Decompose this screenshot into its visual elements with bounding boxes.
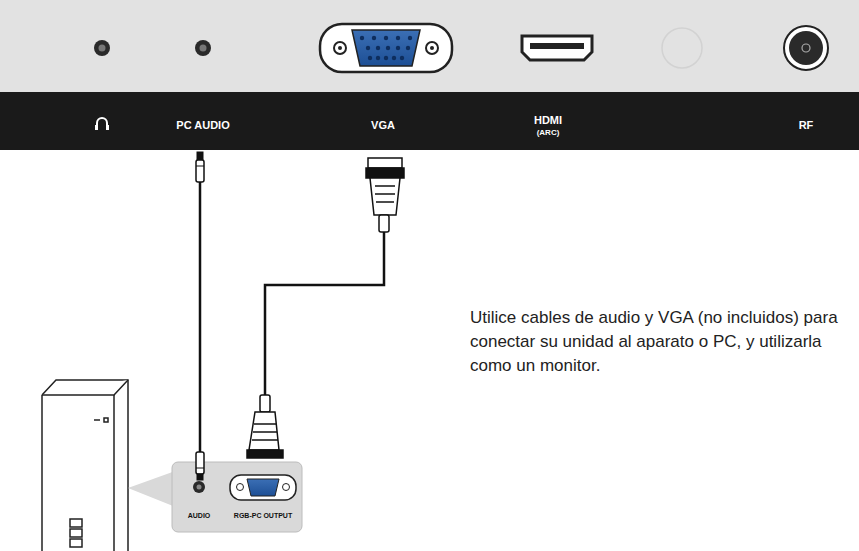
hdmi-port — [522, 36, 592, 60]
pc-output-plate — [172, 462, 302, 532]
faint-port — [662, 28, 702, 68]
vga-pin — [396, 36, 400, 40]
port-label: RF — [799, 119, 814, 132]
vga-pin — [368, 56, 372, 60]
headphone-jack — [94, 40, 110, 56]
port-label: VGA — [371, 119, 395, 132]
headphone-icon — [95, 125, 98, 130]
headphone-icon — [97, 118, 107, 129]
label-band — [0, 92, 859, 150]
audio-cable — [196, 152, 204, 480]
pc-audio-out-jack — [193, 481, 205, 493]
vga-pin — [372, 36, 376, 40]
vga-pin — [360, 36, 364, 40]
vga-cable — [247, 158, 404, 458]
port-label: HDMI — [534, 114, 562, 127]
vga-pin — [400, 56, 404, 60]
vga-pin — [384, 56, 388, 60]
headphone-icon — [106, 125, 109, 130]
vga-pin — [392, 56, 396, 60]
vga-pin — [376, 46, 380, 50]
vga-pin — [386, 46, 390, 50]
rf-port — [784, 26, 828, 70]
vga-port — [320, 24, 452, 72]
vga-pin — [384, 36, 388, 40]
panel-surface — [0, 0, 859, 92]
instruction-note: Utilice cables de audio y VGA (no inclui… — [470, 306, 840, 378]
vga-pin — [376, 56, 380, 60]
vga-pin — [366, 46, 370, 50]
vga-pin — [406, 46, 410, 50]
callout-wedge — [128, 470, 178, 508]
pc-audio-jack — [195, 40, 211, 56]
plate-label: AUDIO — [188, 512, 211, 520]
plate-label: RGB-PC OUTPUT — [234, 512, 292, 520]
vga-pin — [408, 36, 412, 40]
vga-pin — [396, 46, 400, 50]
pc-tower — [42, 380, 128, 551]
pc-vga-out-port — [230, 475, 296, 500]
port-sublabel: (ARC) — [537, 128, 560, 137]
port-label: PC AUDIO — [176, 119, 229, 132]
